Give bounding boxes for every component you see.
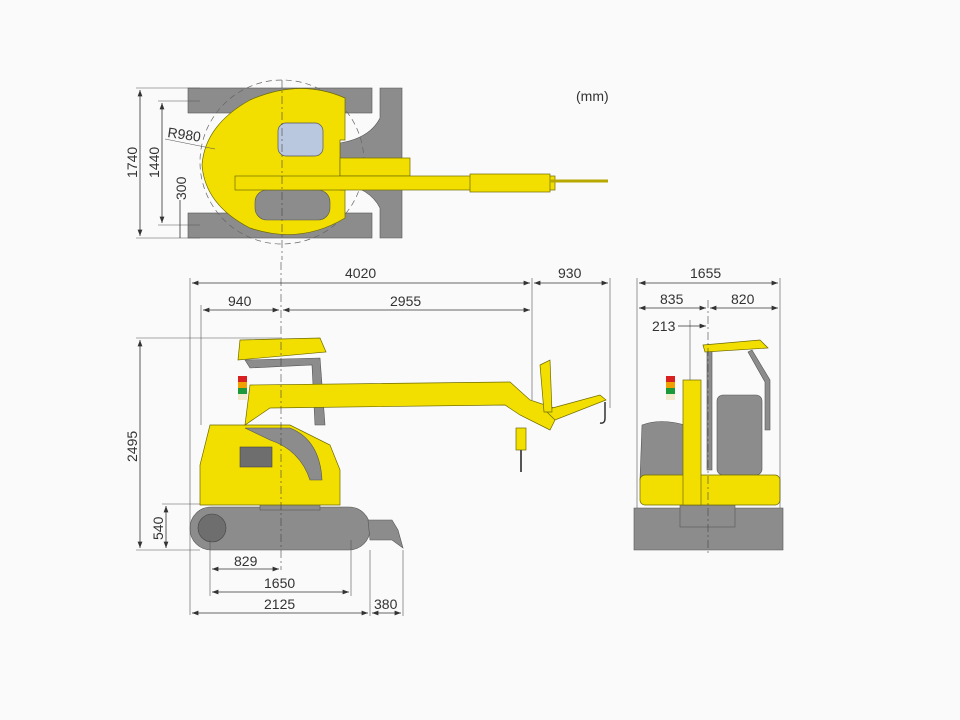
signal-light-white — [238, 394, 247, 400]
dim-top-track-center: 1440 — [146, 147, 162, 178]
side-cover — [244, 427, 323, 481]
front-signal-white — [666, 394, 675, 400]
dim-front-boom-offset: 213 — [652, 318, 676, 334]
dim-side-tumbler-distance: 1650 — [264, 575, 295, 591]
dim-side-overall-length: 4020 — [345, 265, 376, 281]
front-body — [639, 474, 781, 506]
top-cab-floor — [254, 189, 331, 221]
dim-top-overall-width: 1740 — [124, 147, 140, 178]
signal-light-green — [238, 388, 247, 394]
front-boom-mast — [682, 379, 702, 506]
dim-side-body-height: 540 — [150, 516, 166, 540]
side-canopy-roof — [237, 337, 327, 361]
side-sprocket — [197, 513, 227, 543]
side-vent — [239, 446, 273, 468]
front-seat — [716, 394, 763, 476]
side-view: 4020 930 940 2955 2495 540 829 1650 2125… — [124, 262, 611, 616]
side-winch — [515, 427, 527, 451]
top-view: 1740 1440 300 R980 — [124, 79, 608, 260]
front-undercarriage — [679, 504, 736, 528]
dim-side-overall-height: 2495 — [124, 431, 140, 462]
side-hook-arm — [539, 359, 553, 413]
dim-top-shoe-width: 300 — [173, 176, 189, 200]
top-cab-window — [277, 122, 324, 157]
front-signal-red — [666, 376, 675, 382]
dim-side-crawler-length: 2125 — [264, 596, 295, 612]
top-boom-base — [339, 157, 411, 177]
side-boom — [244, 381, 561, 431]
dim-tail-swing-radius: R980 — [167, 124, 203, 145]
front-view: 1655 835 820 213 — [633, 265, 784, 555]
unit-label: (mm) — [576, 88, 609, 104]
front-engine-cover — [639, 421, 686, 481]
top-boom-tip — [469, 173, 551, 193]
signal-light-red — [238, 376, 247, 382]
radius-leader — [164, 138, 216, 150]
side-blade — [367, 519, 404, 549]
dim-front-overall-width: 1655 — [690, 265, 721, 281]
signal-light-amber — [238, 382, 247, 388]
front-signal-green — [666, 388, 675, 394]
side-canopy-frame — [244, 357, 326, 426]
dim-front-left: 835 — [660, 291, 684, 307]
side-jib — [544, 394, 607, 421]
front-canopy-roof — [702, 339, 769, 353]
dim-side-center-to-tip: 2955 — [390, 293, 421, 309]
dim-front-right: 820 — [731, 291, 755, 307]
dim-side-sprocket-to-center: 829 — [234, 553, 258, 569]
front-signal-amber — [666, 382, 675, 388]
dim-side-boom-tip-extension: 930 — [558, 265, 582, 281]
dim-side-blade-length: 380 — [374, 596, 398, 612]
side-jib-hook — [599, 402, 606, 424]
dim-side-rear-to-center: 940 — [228, 293, 252, 309]
